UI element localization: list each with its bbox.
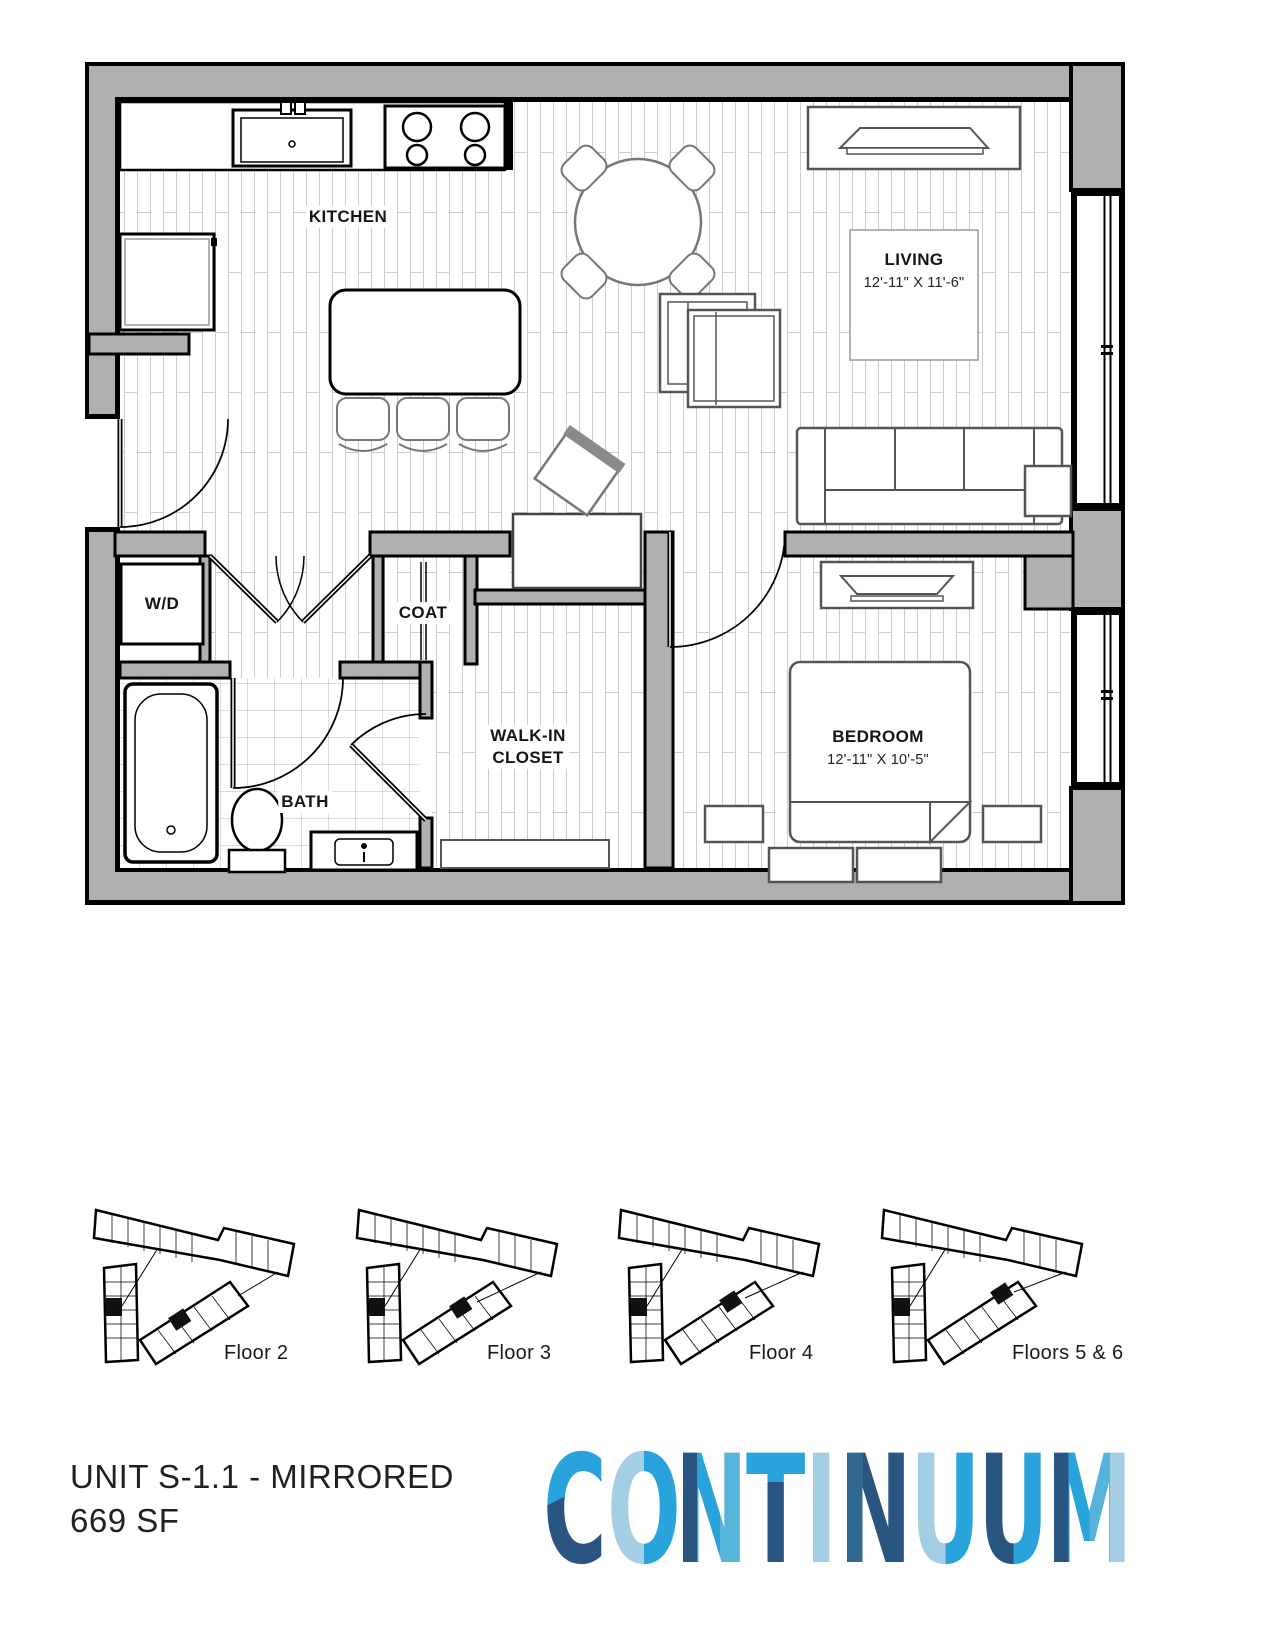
floor-plan-drawing (85, 62, 1125, 905)
locator-map-floor-2 (92, 1208, 296, 1366)
floor-label: Floor 4 (749, 1342, 814, 1364)
bedroom-window (1071, 609, 1125, 788)
dining-chairs (560, 144, 716, 300)
locator-floor-3: Floor 3 (355, 1192, 605, 1382)
floor-plan: KITCHEN LIVING 12'-11" X 11'-6" BEDROOM … (85, 62, 1125, 905)
room-label-bedroom: BEDROOM (829, 725, 927, 749)
locator-map-floor-3 (355, 1208, 559, 1366)
logo-letter-n2: N (839, 1450, 912, 1580)
room-label-walk-in-closet: WALK-IN CLOSET (487, 724, 569, 770)
nightstands (703, 804, 1043, 884)
exterior-walls (85, 62, 1125, 905)
locator-floor-2: Floor 2 (92, 1192, 342, 1382)
toilet (227, 787, 287, 874)
logo-letter-u1: U (910, 1450, 981, 1580)
logo-letter-t: T (746, 1450, 805, 1580)
island-stools (336, 397, 510, 452)
stove-icon (383, 104, 507, 170)
continuum-logo: C O N T I N U U M (543, 1450, 1133, 1580)
bedroom-tv-dresser (819, 560, 975, 610)
locator-floor-4: Floor 4 (617, 1192, 867, 1382)
room-dims-living: 12'-11" X 11'-6" (861, 275, 967, 291)
entry-door (117, 418, 229, 528)
kitchen-island (328, 288, 522, 396)
room-dims-bedroom: 12'-11" X 10'-5" (825, 752, 931, 768)
floor-label: Floors 5 & 6 (1012, 1342, 1124, 1364)
logo-letter-n1: N (675, 1450, 748, 1580)
walk-in-closet-door (349, 713, 428, 822)
bedroom-door (667, 531, 786, 648)
side-table (1023, 464, 1073, 518)
sofa (795, 426, 1064, 526)
logo-letter-i: I (805, 1450, 837, 1580)
armchair (686, 308, 782, 409)
logo-letter-u2: U (978, 1450, 1049, 1580)
dining-table (573, 157, 703, 287)
room-label-bath: BATH (278, 790, 332, 814)
desk (511, 512, 643, 590)
floor-label: Floor 2 (224, 1342, 289, 1364)
locator-map-floors-5-6 (880, 1208, 1084, 1366)
logo-letter-c: C (543, 1450, 607, 1580)
living-window (1071, 190, 1125, 509)
bathroom-vanity (309, 830, 419, 872)
desk-chair (532, 425, 626, 518)
interior-walls (87, 332, 1075, 870)
room-label-coat: COAT (395, 601, 451, 625)
room-label-living: LIVING (881, 248, 947, 272)
room-label-wd: W/D (141, 592, 183, 616)
closet-nook-doors (208, 554, 372, 624)
bathtub (123, 682, 219, 864)
locator-floors-5-6: Floors 5 & 6 (880, 1192, 1130, 1382)
unit-area: 669 SF (70, 1501, 180, 1539)
room-label-kitchen: KITCHEN (305, 205, 391, 229)
refrigerator (118, 232, 217, 332)
logo-letter-m: M (1046, 1450, 1133, 1580)
closet-shelf (440, 839, 610, 869)
tv-console (806, 105, 1022, 171)
locator-map-floor-4 (617, 1208, 821, 1366)
logo-letter-o: O (607, 1450, 681, 1580)
kitchen-sink (231, 101, 353, 168)
bath-door (230, 677, 344, 789)
unit-name: UNIT S-1.1 - MIRRORED (70, 1458, 454, 1495)
floor-label: Floor 3 (487, 1342, 552, 1364)
unit-title-block: UNIT S-1.1 - MIRRORED 669 SF (70, 1455, 454, 1542)
